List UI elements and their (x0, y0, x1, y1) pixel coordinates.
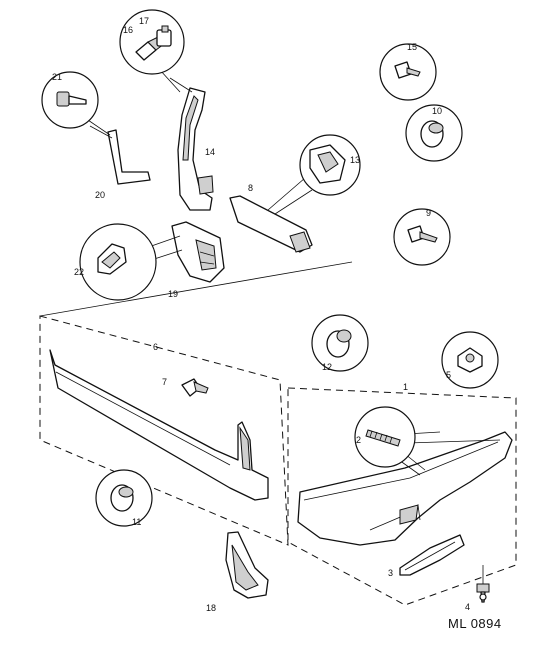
part-1-rear-bumper (297, 431, 513, 546)
figure-reference: ML 0894 (448, 616, 502, 631)
detail-circle-5 (441, 331, 499, 389)
callout-14: 14 (205, 147, 215, 157)
detail-circle-15 (379, 43, 437, 101)
part-14-arch-trim (177, 87, 214, 211)
part-6-side-sill-panel (49, 349, 269, 501)
part-20-bent-rod (107, 129, 151, 185)
callout-11: 11 (132, 517, 141, 527)
part-4-screw (476, 565, 490, 603)
callout-20: 20 (95, 190, 105, 200)
part-8-sill-end (229, 195, 313, 253)
detail-circle-22 (79, 223, 157, 301)
callout-19: 19 (168, 289, 178, 299)
part-19-moulding-bracket (171, 221, 225, 283)
callout-2: 2 (356, 435, 361, 445)
detail-circle-12 (311, 314, 369, 372)
callout-1: 1 (403, 382, 408, 392)
detail-circle-11 (95, 469, 153, 527)
detail-circle-10 (405, 104, 463, 162)
callout-5: 5 (446, 370, 451, 380)
callout-6: 6 (153, 342, 158, 352)
callout-3: 3 (388, 568, 393, 578)
callout-10: 10 (432, 106, 442, 116)
detail-circle-2 (354, 406, 416, 468)
detail-circle-13 (299, 134, 361, 196)
callout-7: 7 (162, 377, 167, 387)
callout-4: 4 (465, 602, 470, 612)
callout-13: 13 (350, 155, 360, 165)
detail-circle-9 (393, 208, 451, 266)
callout-18: 18 (206, 603, 216, 613)
callout-8: 8 (248, 183, 253, 193)
detail-circle-21 (41, 71, 99, 129)
callout-22: 22 (74, 267, 84, 277)
callout-9: 9 (426, 208, 431, 218)
part-18-mudflap (225, 531, 269, 599)
callout-21: 21 (52, 72, 62, 82)
part-3-bumper-bracket (399, 534, 465, 576)
callout-17: 17 (139, 16, 149, 26)
callout-15: 15 (407, 42, 417, 52)
assembly-outline-6 (39, 261, 353, 546)
callout-12: 12 (322, 362, 332, 372)
callout-16: 16 (123, 25, 133, 35)
part-7-clip (181, 378, 209, 397)
callout-labels: 1 2 3 4 5 6 7 8 9 10 11 12 13 14 15 16 1… (52, 16, 470, 613)
detail-circle-16-17 (119, 9, 185, 75)
